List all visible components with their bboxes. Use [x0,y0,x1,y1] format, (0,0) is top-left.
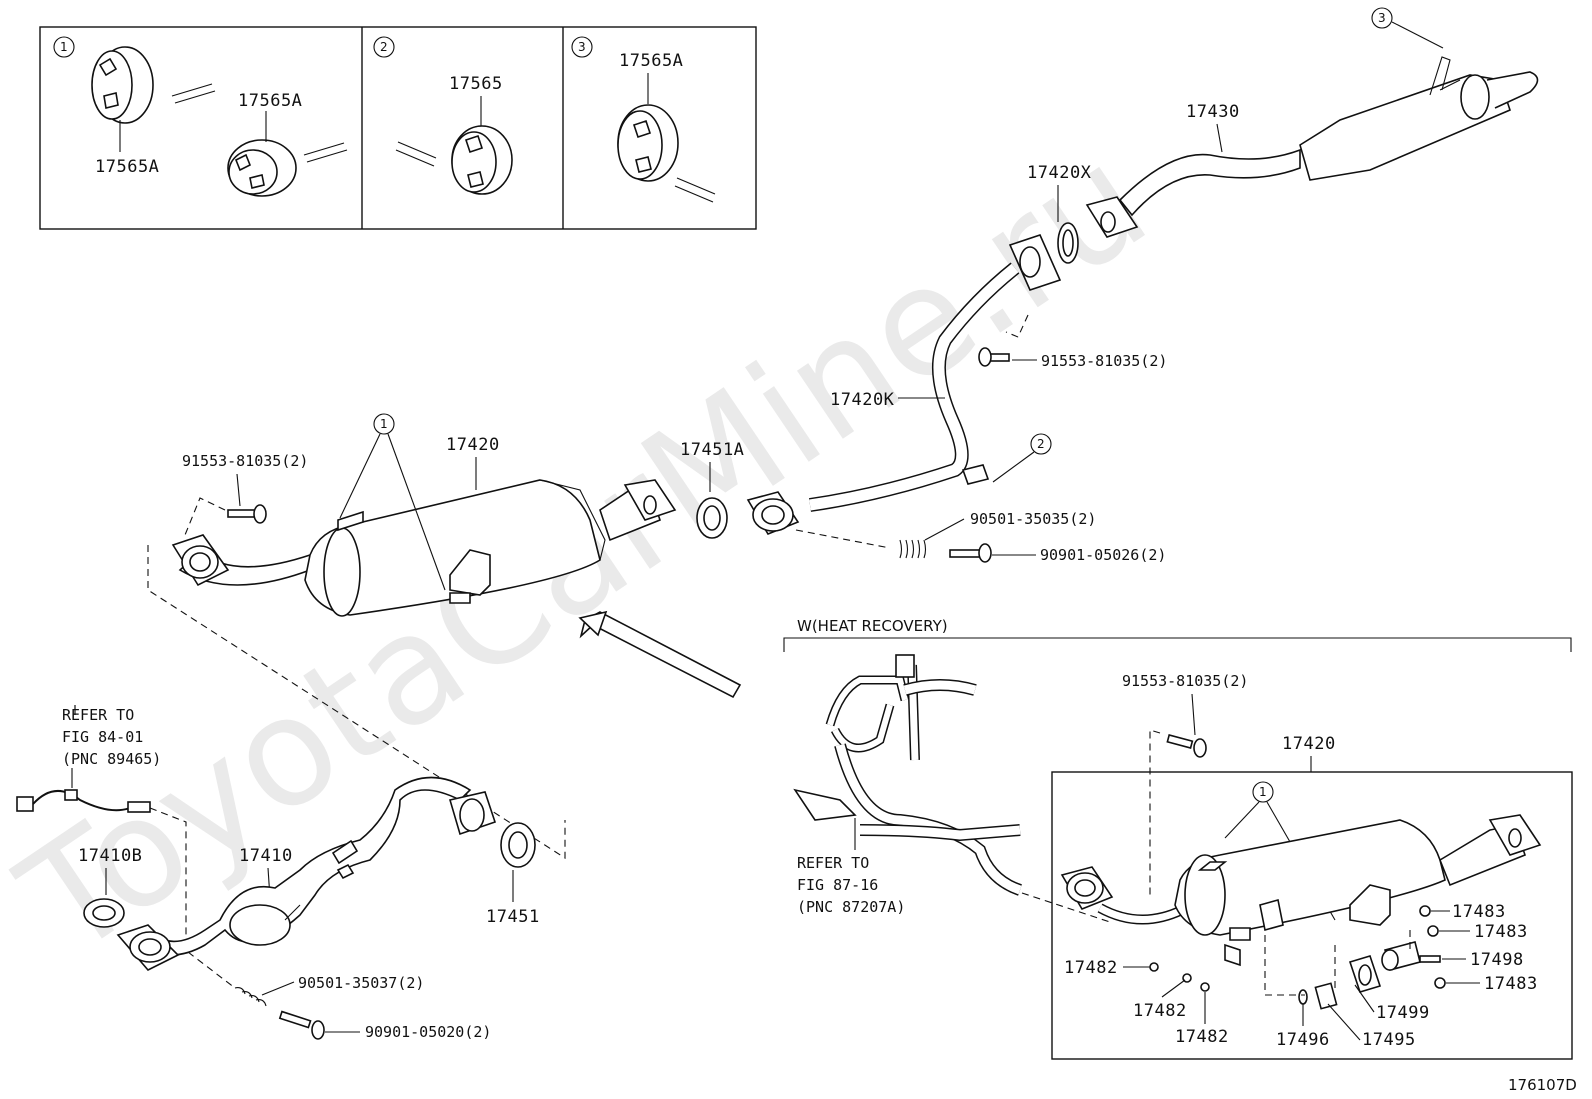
label-17482-c: 17482 [1175,1027,1229,1047]
label-17420-main: 17420 [446,435,500,455]
bolt-91553-hr [1166,734,1207,758]
hanger-17565A-c [617,104,679,182]
inset-3-ref: 3 [578,40,586,54]
catalyst-17420 [171,479,677,617]
gasket-17451 [500,822,536,868]
gasket-17451A [696,497,728,539]
inset-2-ref: 2 [380,40,388,54]
coolant-hoses [793,654,1023,896]
hanger-17565A-a [91,46,154,124]
label-17410: 17410 [239,846,293,866]
spring-90501-35037 [234,987,267,1007]
label-90901-05020: 90901-05020(2) [365,1023,491,1041]
label-17420K: 17420K [830,390,895,410]
callout-2: 2 [1037,437,1045,451]
label-17565A-a: 17565A [95,157,159,177]
bolt-91553-top [978,347,1010,367]
bolt-91553-left [227,504,267,524]
label-90901-05026: 90901-05026(2) [1040,546,1166,564]
label-17565A-b: 17565A [238,91,302,111]
refer2-line1: REFER TO [797,854,869,872]
label-17565A-c: 17565A [619,51,683,71]
label-17483-a: 17483 [1452,902,1506,922]
heat-recovery-title: W(HEAT RECOVERY) [797,617,948,635]
label-17496: 17496 [1276,1030,1330,1050]
callout-1-circle [373,413,395,435]
label-17565: 17565 [449,74,503,94]
label-91553-left: 91553-81035(2) [182,452,308,470]
label-91553-hr: 91553-81035(2) [1122,672,1248,690]
bolt-90901-05020 [278,1010,325,1040]
label-17483-b: 17483 [1474,922,1528,942]
label-17420X: 17420X [1027,163,1092,183]
callout-3: 3 [1378,11,1386,25]
label-17498: 17498 [1470,950,1524,970]
callout-1-hr: 1 [1259,785,1267,799]
inset-1: 1 17565A 17565A [53,36,348,197]
label-17499: 17499 [1376,1003,1430,1023]
label-17482-a: 17482 [1064,958,1118,978]
bolt-90901-05026 [949,543,992,563]
inset-panel: 1 17565A 17565A 2 17565 [39,26,757,230]
catalyst-heat-recovery [1060,814,1542,941]
valve-assembly [1149,905,1446,1010]
oxygen-sensor [16,789,151,813]
label-90501-35037: 90501-35037(2) [298,974,424,992]
label-17430: 17430 [1186,102,1240,122]
gasket-17410B [83,898,125,928]
inset-1-ref: 1 [60,40,68,54]
label-90501-35035: 90501-35035(2) [970,510,1096,528]
refer1-line2: FIG 84-01 [62,728,143,746]
refer1-line3: (PNC 89465) [62,750,161,768]
label-17410B: 17410B [78,846,142,866]
hanger-17565A-b [227,139,297,197]
label-17483-c: 17483 [1484,974,1538,994]
hanger-17565 [451,125,513,195]
diagram-id: 176107D [1508,1076,1577,1094]
callout-1: 1 [380,417,388,431]
refer2-line3: (PNC 87207A) [797,898,905,916]
flow-arrow [578,610,742,699]
refer1-line1: REFER TO [62,706,134,724]
label-17495: 17495 [1362,1030,1416,1050]
label-91553-top: 91553-81035(2) [1041,352,1167,370]
label-17451: 17451 [486,907,540,927]
callout-3-circle [1371,7,1393,29]
label-17482-b: 17482 [1133,1001,1187,1021]
label-17451A: 17451A [680,440,744,460]
front-pipe-17410 [116,776,497,971]
callout-1-hr-circle [1252,781,1274,803]
callout-2-circle [1030,433,1052,455]
inset-2: 2 17565 [373,36,513,195]
spring-90501-35035 [899,539,927,559]
label-17420-hr: 17420 [1282,734,1336,754]
tail-pipe-17430 [1085,56,1539,238]
refer2-line2: FIG 87-16 [797,876,878,894]
heat-recovery-box [1051,771,1573,1060]
front-pipe-17420K [746,234,1062,535]
inset-3: 3 17565A [571,36,716,203]
gasket-17420X [1057,222,1079,264]
